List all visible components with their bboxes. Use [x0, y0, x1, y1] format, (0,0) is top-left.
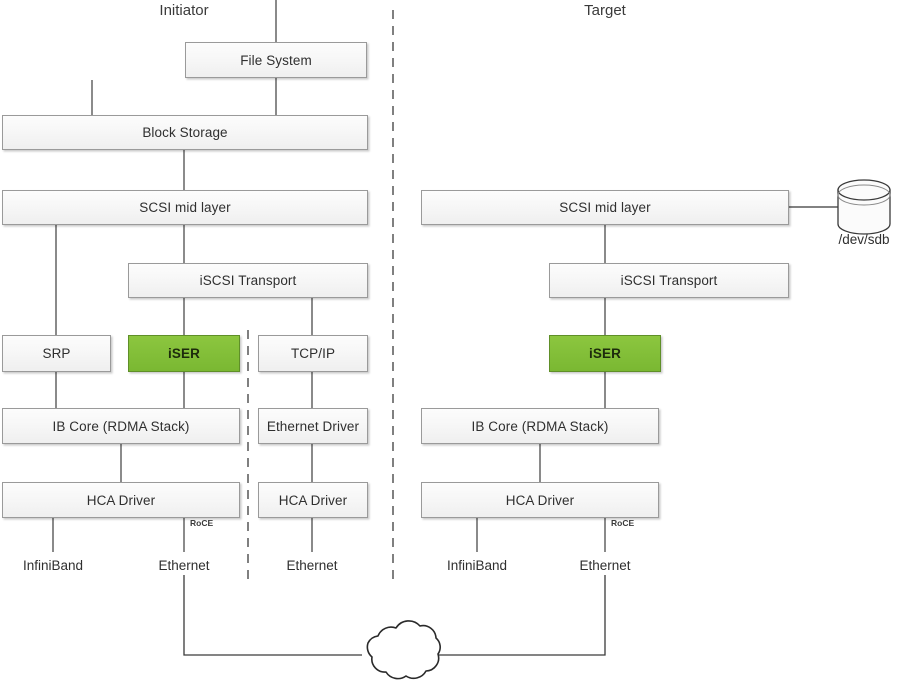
connector-network-initiator-to-cloud	[183, 575, 362, 656]
node-target-scsi-mid-layer[interactable]: SCSI mid layer	[421, 190, 789, 225]
node-iser-initiator-label: iSER	[168, 346, 200, 361]
node-hca-driver-target[interactable]: HCA Driver	[421, 482, 659, 518]
connector-network-cloud-to-target	[438, 575, 606, 656]
annotation-roce-initiator: RoCE	[190, 518, 214, 528]
node-hca-driver-eth-label: HCA Driver	[278, 492, 348, 508]
node-block-storage[interactable]: Block Storage	[2, 115, 368, 150]
node-tcp-ip[interactable]: TCP/IP	[258, 335, 368, 372]
node-ib-core-target-label: IB Core (RDMA Stack)	[471, 418, 609, 434]
fabric-label-ethernet-roce-initiator: Ethernet	[158, 558, 210, 573]
node-iser-target[interactable]: iSER	[549, 335, 661, 372]
node-target-iscsi-transport[interactable]: iSCSI Transport	[549, 263, 789, 298]
fabric-label-ethernet-roce-target: Ethernet	[579, 558, 631, 573]
node-ethernet-driver-label: Ethernet Driver	[266, 418, 360, 434]
cylinder-database-icon	[837, 179, 891, 235]
node-ib-core-target[interactable]: IB Core (RDMA Stack)	[421, 408, 659, 444]
node-block-storage-label: Block Storage	[142, 125, 228, 140]
node-iscsi-transport[interactable]: iSCSI Transport	[128, 263, 368, 298]
fabric-label-infiniband-target: InfiniBand	[446, 558, 508, 573]
node-ib-core-initiator[interactable]: IB Core (RDMA Stack)	[2, 408, 240, 444]
network-cloud-icon	[366, 620, 441, 680]
node-hca-driver-rdma-label: HCA Driver	[86, 492, 156, 508]
node-ethernet-driver[interactable]: Ethernet Driver	[258, 408, 368, 444]
node-file-system-label: File System	[240, 52, 312, 68]
node-hca-driver-rdma[interactable]: HCA Driver	[2, 482, 240, 518]
node-iscsi-transport-label: iSCSI Transport	[199, 273, 297, 288]
storage-device-label: /dev/sdb	[838, 232, 890, 247]
section-title-initiator: Initiator	[159, 2, 209, 19]
node-iser-target-label: iSER	[589, 346, 621, 361]
node-scsi-mid-layer-label: SCSI mid layer	[139, 200, 231, 215]
node-hca-driver-eth[interactable]: HCA Driver	[258, 482, 368, 518]
node-srp[interactable]: SRP	[2, 335, 111, 372]
node-target-scsi-mid-layer-label: SCSI mid layer	[559, 200, 651, 215]
fabric-label-infiniband-initiator: InfiniBand	[22, 558, 84, 573]
node-iser-initiator[interactable]: iSER	[128, 335, 240, 372]
node-ib-core-initiator-label: IB Core (RDMA Stack)	[52, 418, 190, 434]
node-srp-label: SRP	[42, 346, 71, 361]
node-tcp-ip-label: TCP/IP	[290, 346, 336, 361]
node-scsi-mid-layer[interactable]: SCSI mid layer	[2, 190, 368, 225]
section-title-target: Target	[584, 2, 626, 19]
node-file-system[interactable]: File System	[185, 42, 367, 78]
annotation-roce-target: RoCE	[611, 518, 635, 528]
fabric-label-ethernet-tcp-initiator: Ethernet	[286, 558, 338, 573]
node-hca-driver-target-label: HCA Driver	[505, 492, 575, 508]
node-target-iscsi-transport-label: iSCSI Transport	[620, 273, 718, 288]
